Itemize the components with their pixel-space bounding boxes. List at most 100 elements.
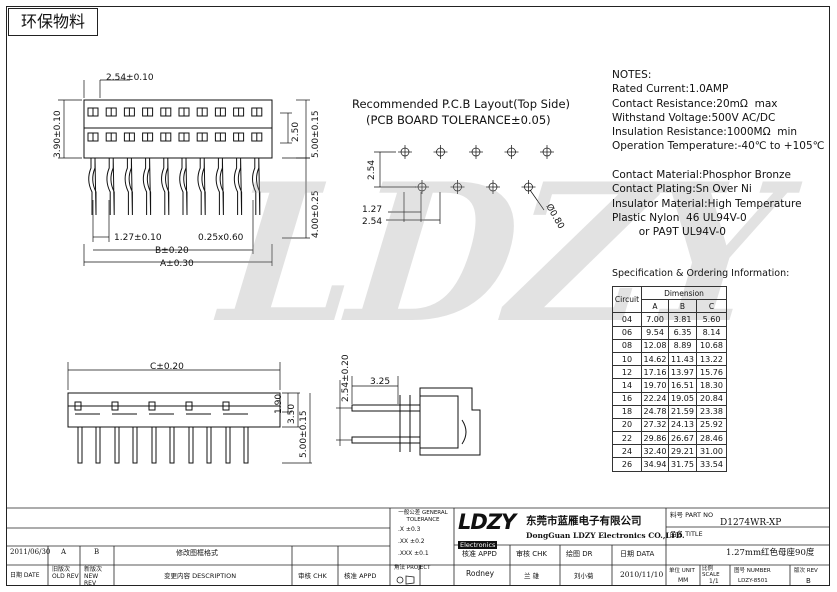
- pin-lead: [197, 157, 206, 216]
- hdr-old: 旧版次 OLD REV: [52, 566, 79, 580]
- spec-dimension-cell: 31.75: [668, 457, 697, 472]
- front-pin: [243, 426, 249, 464]
- top-view-housing: [83, 99, 273, 159]
- note-line: Insulator Material:High Temperature: [612, 197, 802, 210]
- spec-dimension-cell: 15.76: [696, 365, 727, 380]
- rev-label: 版次 REV: [794, 568, 818, 574]
- pin-lead: [252, 157, 261, 216]
- part-no: D1274WR-XP: [720, 518, 782, 528]
- spec-circuit-cell: 10: [612, 351, 642, 367]
- spec-circuit-cell: 24: [612, 444, 642, 459]
- front-pin: [169, 426, 175, 464]
- spec-col-b: B: [668, 299, 697, 314]
- front-view: [67, 392, 281, 464]
- appd-label: 核准 APPD: [462, 550, 497, 558]
- spec-dimension-cell: 24.13: [668, 417, 697, 433]
- title-label: 品名 TITLE: [670, 530, 703, 538]
- appd-name: Rodney: [466, 569, 495, 578]
- pin-lead: [106, 157, 115, 216]
- rev-date: 2011/06/30: [10, 548, 51, 556]
- spec-dimension-cell: 8.14: [696, 325, 727, 340]
- spec-circuit-cell: 26: [612, 457, 642, 472]
- projection-label: 角法 PROJECT: [394, 565, 431, 571]
- spec-circuit-cell: 20: [612, 417, 642, 433]
- company-logo: LDZY Electronics: [458, 510, 518, 549]
- number-value: LDZY-8501: [738, 578, 768, 584]
- spec-dimension-cell: 18.30: [696, 378, 727, 393]
- spec-dimension-header: Dimension: [641, 285, 727, 301]
- dim-pin: 0.25x0.60: [198, 233, 244, 243]
- spec-dimension-cell: 12.08: [641, 338, 669, 353]
- pin-lead: [161, 157, 170, 216]
- spec-dimension-cell: 16.51: [668, 378, 697, 393]
- logo-text: LDZY: [458, 510, 516, 534]
- rev-value: B: [806, 577, 811, 585]
- tolerance-title: 一般公差 GENERAL TOLERANCE: [398, 510, 448, 523]
- note-line: NOTES:: [612, 69, 652, 81]
- date-value: 2010/11/10: [620, 570, 664, 579]
- spec-dimension-cell: 13.97: [668, 365, 697, 380]
- part-no-label: 料号 PART NO: [670, 511, 714, 519]
- tolerance-1: .X ±0.3: [398, 526, 421, 533]
- spec-title: Specification & Ordering Information:: [612, 268, 790, 279]
- spec-dimension-cell: 14.62: [641, 351, 669, 367]
- pin-lead: [233, 157, 243, 216]
- front-pin: [77, 426, 83, 464]
- dr-name: 刘小菊: [574, 572, 594, 580]
- dim-h1: 1.90: [274, 394, 284, 414]
- spec-dimension-cell: 25.92: [696, 417, 727, 433]
- side-dim-h: 3.25: [370, 377, 390, 387]
- top-view-pins: [87, 107, 263, 216]
- chk-name: 兰 雄: [524, 572, 540, 580]
- dim-body: 5.00±0.15: [311, 110, 321, 158]
- spec-dimension-cell: 5.60: [696, 312, 727, 327]
- note-line: Plastic Nylon 46 UL94V-0: [612, 211, 747, 224]
- front-pin: [188, 426, 194, 464]
- dim-lead: 4.00±0.25: [311, 190, 321, 238]
- spec-dimension-cell: 23.38: [696, 404, 727, 419]
- unit-value: MM: [678, 577, 689, 584]
- note-line: Withstand Voltage:500V AC/DC: [612, 111, 776, 124]
- scale-value: 1/1: [709, 578, 719, 585]
- title-block-grid: [6, 507, 830, 586]
- drawing-frame: [6, 6, 830, 586]
- note-line: Contact Plating:Sn Over Ni: [612, 183, 752, 196]
- spec-dimension-cell: 28.46: [696, 431, 727, 446]
- note-line: Insulation Resistance:1000MΩ min: [612, 126, 798, 139]
- rev-old: A: [61, 548, 67, 556]
- pcb-subtitle: (PCB BOARD TOLERANCE±0.05): [366, 113, 551, 127]
- spec-dimension-cell: 17.16: [641, 365, 669, 380]
- spec-circuit-cell: 06: [612, 325, 642, 340]
- front-pin: [114, 426, 120, 464]
- scale-label: 比例 SCALE: [702, 566, 720, 578]
- pin-lead: [215, 157, 224, 216]
- spec-dimension-cell: 8.89: [668, 338, 697, 353]
- dim-a: A±0.30: [160, 259, 194, 269]
- spec-col-c: C: [696, 299, 727, 314]
- hdr-chk: 审核 CHK: [298, 572, 327, 580]
- pcb-holes: [398, 145, 554, 194]
- logo-subtext: Electronics: [458, 541, 498, 549]
- spec-dimension-cell: 29.86: [641, 431, 669, 446]
- spec-dimension-cell: 27.32: [641, 417, 669, 433]
- dim-row: 2.50: [291, 122, 301, 142]
- pcb-layout-title: Recommended P.C.B Layout(Top Side) (PCB …: [352, 96, 570, 128]
- rev-new: B: [94, 548, 100, 556]
- spec-circuit-cell: 16: [612, 391, 642, 406]
- tolerance-3: .XXX ±0.1: [398, 550, 429, 557]
- dim-height: 3.90±0.10: [53, 110, 63, 158]
- pcb-layout-drawing: [374, 145, 554, 224]
- pin-lead: [124, 157, 133, 216]
- company-name-cn: 东莞市蓝雁电子有限公司: [526, 515, 642, 527]
